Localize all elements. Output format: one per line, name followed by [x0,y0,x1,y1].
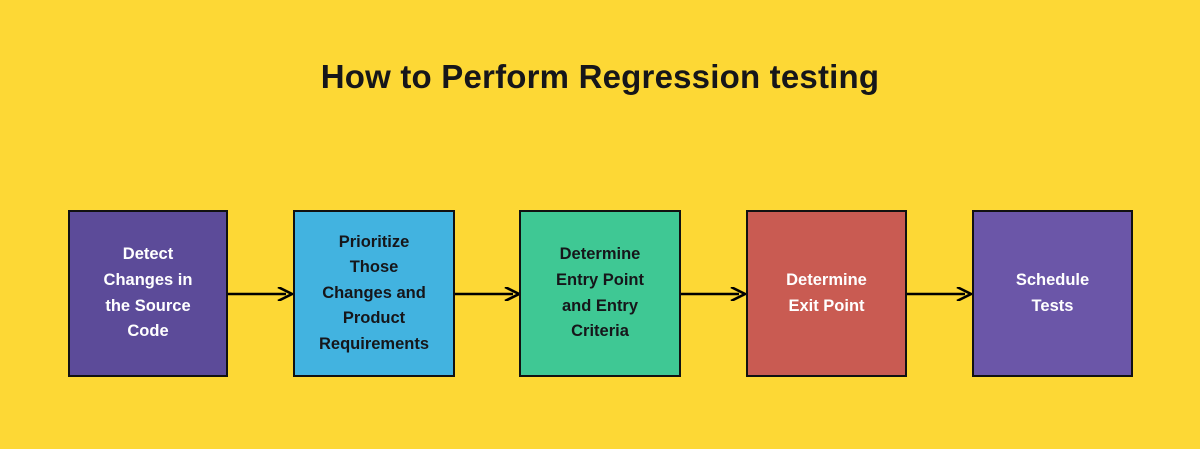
flow-step-1-label: Detect Changes in the Source Code [103,245,193,341]
flow-step-3[interactable]: Determine Entry Point and Entry Criteria [519,210,681,377]
flow-steps-row: Detect Changes in the Source Code Priori… [68,210,1134,378]
page-title: How to Perform Regression testing [320,58,880,95]
flow-step-4[interactable]: Determine Exit Point [746,210,907,377]
flow-step-3-label: Determine Entry Point and Entry Criteria [555,245,644,341]
arrow-right-icon-2 [455,287,521,301]
arrow-right-icon-1 [228,287,294,301]
arrow-right-icon-3 [681,287,747,301]
flow-step-4-label: Determine Exit Point [786,270,867,315]
flow-step-5[interactable]: Schedule Tests [972,210,1133,377]
flow-step-2-label: Prioritize Those Changes and Product Req… [318,232,430,353]
flow-step-2[interactable]: Prioritize Those Changes and Product Req… [293,210,455,377]
flow-step-1[interactable]: Detect Changes in the Source Code [68,210,228,377]
arrow-right-icon-4 [907,287,973,301]
flow-step-5-label: Schedule Tests [1015,270,1090,315]
